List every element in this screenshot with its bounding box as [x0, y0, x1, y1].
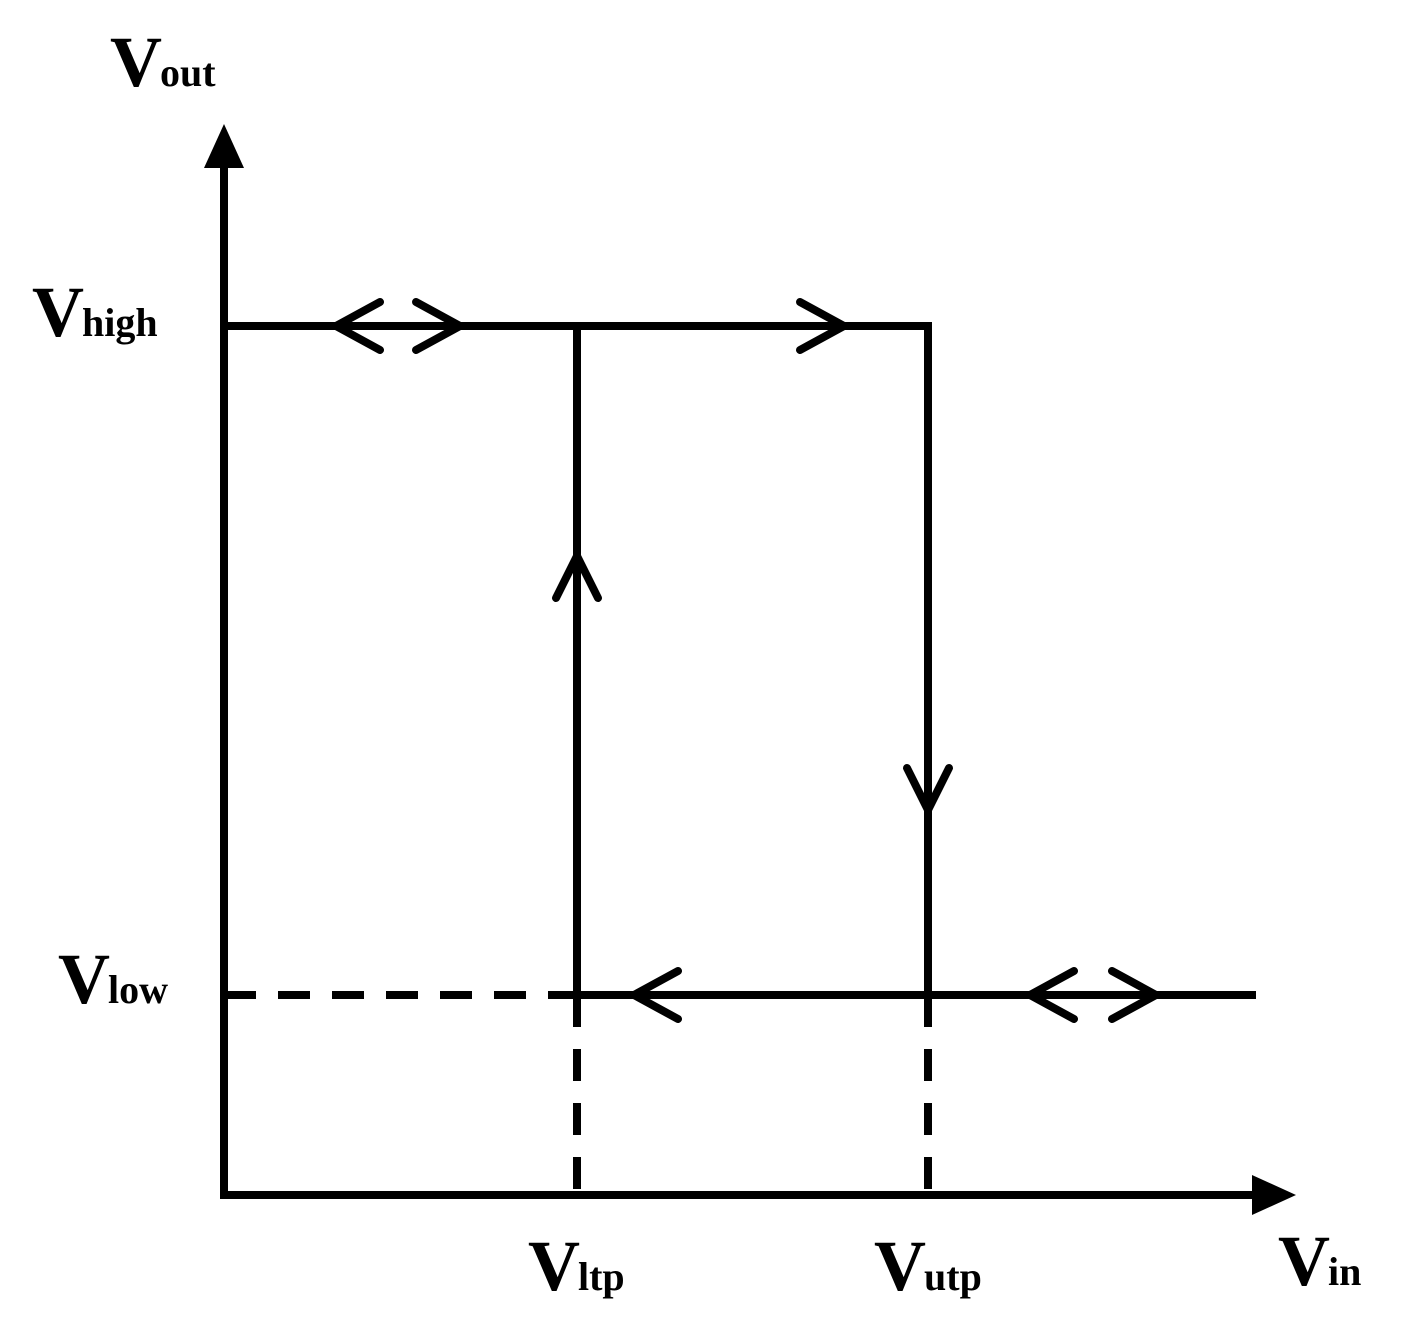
high-left-arrow-icon	[327, 298, 384, 354]
ltp-up-arrow-icon	[552, 547, 602, 602]
high-right-arrow-2-icon	[796, 298, 853, 354]
low-level-label: Vlow	[58, 939, 168, 1019]
x-axis-label: Vin	[1278, 1221, 1361, 1301]
high-right-arrow-icon	[412, 298, 469, 354]
utp-label: Vutp	[874, 1226, 982, 1306]
low-left-arrow-2-icon	[1021, 967, 1078, 1023]
y-axis-label: Vout	[110, 22, 216, 102]
ltp-label: Vltp	[528, 1226, 625, 1306]
low-right-arrow-icon	[1108, 967, 1165, 1023]
y-axis-arrowhead	[204, 124, 244, 168]
utp-down-arrow-icon	[903, 764, 953, 819]
low-left-arrow-icon	[625, 967, 682, 1023]
x-axis-arrowhead	[1252, 1175, 1296, 1215]
high-level-label: Vhigh	[32, 272, 158, 352]
